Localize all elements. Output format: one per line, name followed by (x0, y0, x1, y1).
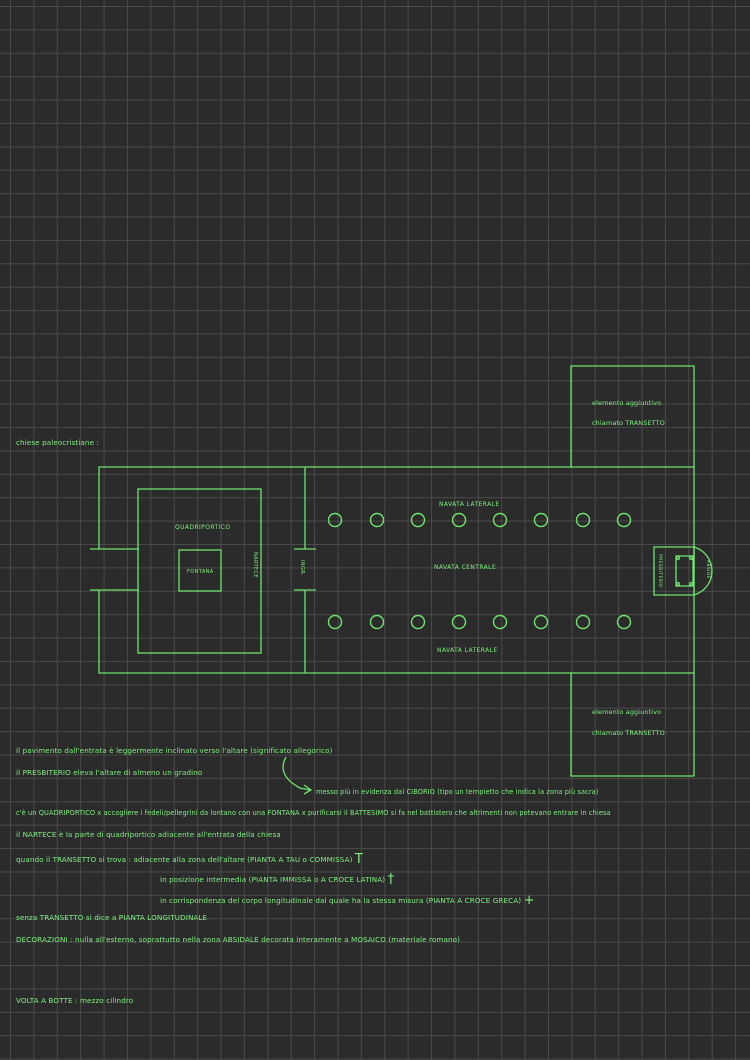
column (616, 512, 632, 528)
label-fontana: FONTANA (187, 569, 214, 575)
ciborium-column (688, 555, 694, 561)
column (327, 614, 343, 630)
ciborium-column (688, 581, 694, 587)
note-nartece: il NARTECE è la parte di quadriportico a… (16, 830, 281, 839)
column (575, 614, 591, 630)
note-pavimento: il pavimento dall'entrata è leggermente … (16, 746, 333, 755)
label-navata-centrale: NAVATA CENTRALE (434, 564, 496, 571)
colonnade-top (327, 512, 632, 528)
note-decorazioni: DECORAZIONI : nulla all'esterno, sopratt… (16, 935, 461, 944)
note-arrow (282, 756, 311, 791)
greek-cross-symbol: + (523, 893, 535, 908)
church-outer-wall (98, 365, 695, 777)
note-transetto-latina: in posizione intermedia (PIANTA IMMISSA … (160, 871, 395, 887)
column (451, 614, 467, 630)
note-transetto-greca-text: in corrispondenza del corpo longitudinal… (160, 896, 522, 905)
fountain (178, 549, 222, 592)
column (533, 512, 549, 528)
apse (653, 546, 713, 596)
label-navata-laterale-top: NAVATA LATERALE (439, 501, 500, 508)
altar-ciborium (675, 555, 694, 587)
label-nartece: NARTECE (252, 552, 258, 578)
ciborium-column (675, 555, 681, 561)
note-arrow-head (303, 784, 313, 795)
latin-cross-symbol: † (387, 872, 395, 887)
note-transetto-latina-text: in posizione intermedia (PIANTA IMMISSA … (160, 875, 386, 884)
label-transetto-top-1: elemento aggiuntivo (592, 399, 661, 407)
note-presbiterio: il PRESBITERIO eleva l'altare di almeno … (16, 768, 203, 777)
label-transetto-top-2: chiamato TRANSETTO (592, 419, 665, 427)
quadriportico-court (137, 488, 262, 654)
note-transetto-tau-text: quando il TRANSETTO si trova : adiacente… (16, 855, 353, 864)
page-title: chiese paleocristiane : (16, 438, 100, 447)
label-navata-laterale-bottom: NAVATA LATERALE (437, 647, 498, 654)
column (451, 512, 467, 528)
label-abside: ABSIDE (705, 560, 711, 579)
column (492, 512, 508, 528)
note-transetto-tau: quando il TRANSETTO si trova : adiacente… (16, 851, 363, 867)
note-transetto-greca: in corrispondenza del corpo longitudinal… (160, 892, 535, 908)
column (369, 614, 385, 630)
label-ingresso: INGR. (299, 560, 305, 576)
label-quadriportico: QUADRIPORTICO (175, 524, 230, 531)
note-longitudinale: senza TRANSETTO si dice a PIANTA LONGITU… (16, 913, 208, 922)
ciborium-column (675, 581, 681, 587)
note-ciborio: messo più in evidenza dal CIBORIO (tipo … (316, 788, 599, 796)
label-transetto-bottom-2: chiamato TRANSETTO (592, 729, 665, 737)
column (369, 512, 385, 528)
label-transetto-bottom-1: elemento aggiuntivo (592, 708, 661, 716)
column (616, 614, 632, 630)
column (492, 614, 508, 630)
column (410, 512, 426, 528)
column (327, 512, 343, 528)
note-volta: VOLTA A BOTTE : mezzo cilindro (16, 996, 134, 1005)
label-presbiterio: PRESBITERIO (657, 554, 663, 588)
column (533, 614, 549, 630)
column (410, 614, 426, 630)
colonnade-bottom (327, 614, 632, 630)
column (575, 512, 591, 528)
note-quadriportico: c'è un QUADRIPORTICO x accogliere i fede… (16, 809, 611, 817)
tau-symbol: T (354, 852, 363, 867)
